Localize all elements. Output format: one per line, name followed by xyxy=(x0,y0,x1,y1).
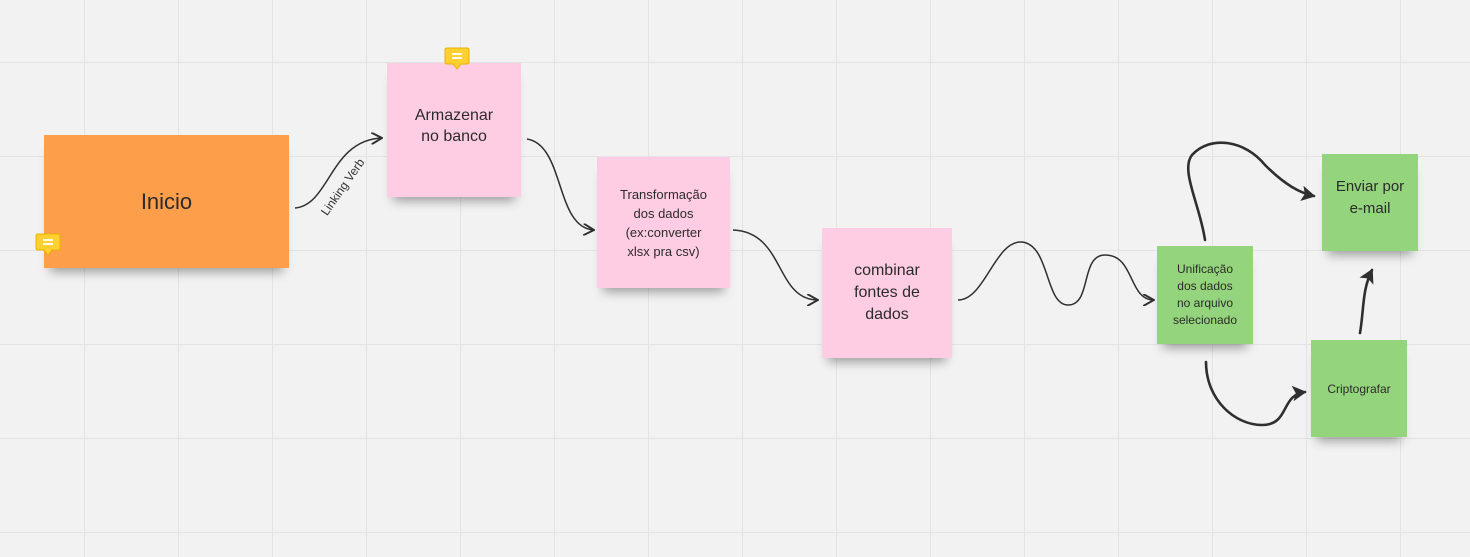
edge-transformacao-combinar[interactable] xyxy=(732,229,818,300)
sticky-note-criptografar[interactable]: Criptografar xyxy=(1311,340,1407,437)
edge-unificacao-criptografar[interactable] xyxy=(1204,360,1307,427)
sticky-note-inicio[interactable]: Inicio xyxy=(44,135,289,268)
edge-combinar-unificacao[interactable] xyxy=(957,241,1154,305)
edge-criptografar-enviar[interactable] xyxy=(1358,268,1374,335)
sticky-note-unificacao[interactable]: Unificação dos dados no arquivo selecion… xyxy=(1157,246,1253,344)
edge-inicio-armazenar[interactable] xyxy=(294,138,382,209)
sticky-note-combinar[interactable]: combinar fontes de dados xyxy=(822,228,952,358)
sticky-note-enviar[interactable]: Enviar por e-mail xyxy=(1322,154,1418,251)
edge-unificacao-enviar[interactable] xyxy=(1186,141,1316,242)
comment-icon[interactable] xyxy=(444,47,470,70)
comment-icon[interactable] xyxy=(35,233,61,256)
sticky-note-armazenar[interactable]: Armazenar no banco xyxy=(387,63,521,197)
sticky-note-transformacao[interactable]: Transformação dos dados (ex:converter xl… xyxy=(597,157,730,288)
edge-armazenar-transformacao[interactable] xyxy=(526,138,594,230)
